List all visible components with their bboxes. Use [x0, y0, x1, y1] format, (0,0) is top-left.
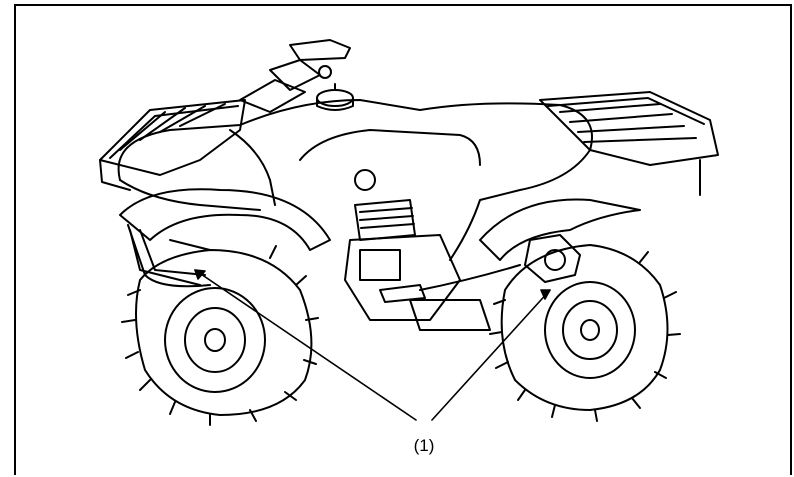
rear-wheel	[489, 244, 681, 422]
front-rack	[99, 99, 246, 191]
leader-lines	[194, 269, 551, 421]
front-wheel	[121, 245, 319, 426]
fuel-cap	[316, 83, 354, 111]
engine	[344, 199, 491, 331]
front-fender	[119, 188, 331, 251]
rear-component	[524, 234, 581, 283]
body-outline	[117, 99, 593, 261]
handlebar	[239, 39, 351, 113]
rear-fender	[479, 198, 641, 261]
callout-label: (1)	[413, 436, 435, 455]
